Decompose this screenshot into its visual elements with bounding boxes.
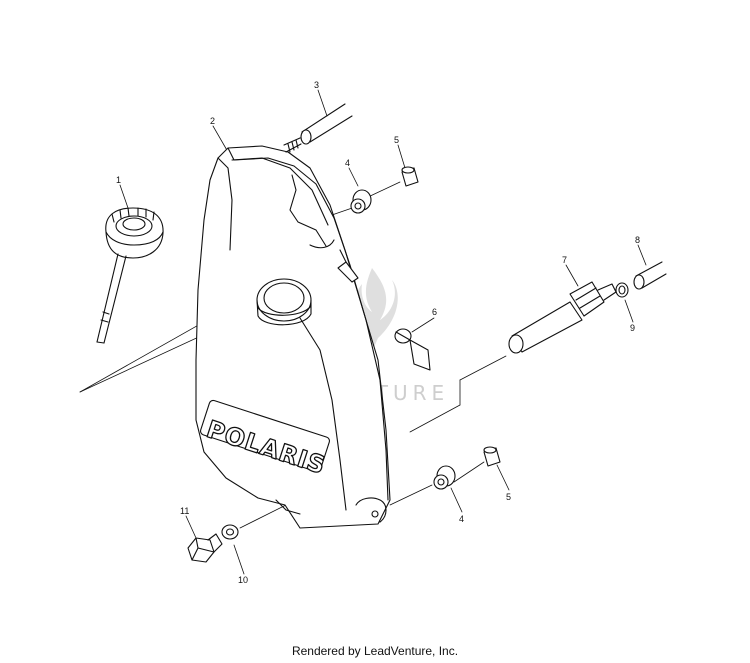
part-5-plug-lower [483,446,501,467]
part-11-drain-bolt [187,533,223,563]
part-5-plug-upper [401,166,419,187]
part-3-hose [283,103,353,153]
part-9-clamp-ring [615,282,629,298]
callout-10: 10 [238,575,248,585]
part-1-filler-cap-dipstick [96,207,164,344]
footer-credit: Rendered by LeadVenture, Inc. [291,644,459,658]
part-10-washer [221,524,239,540]
part-6-clamp [394,328,431,371]
callout-labels: 1 2 3 4 5 6 7 8 9 4 5 11 10 [116,80,640,585]
callout-4-upper: 4 [345,158,350,168]
callout-9: 9 [630,323,635,333]
callout-1: 1 [116,175,121,185]
callout-4-lower: 4 [459,514,464,524]
callout-2: 2 [210,116,215,126]
part-4-grommet-upper [350,189,372,214]
callout-8: 8 [635,235,640,245]
callout-6: 6 [432,307,437,317]
callout-5-upper: 5 [394,135,399,145]
part-2-oil-tank [195,145,391,529]
callout-11: 11 [180,506,189,516]
part-7-fitting [508,281,617,354]
part-8-hose [633,261,667,290]
brand-badge [200,399,330,473]
callout-3: 3 [314,80,319,90]
callout-5-lower: 5 [506,492,511,502]
callout-7: 7 [562,255,567,265]
part-4-grommet-lower [433,465,456,490]
